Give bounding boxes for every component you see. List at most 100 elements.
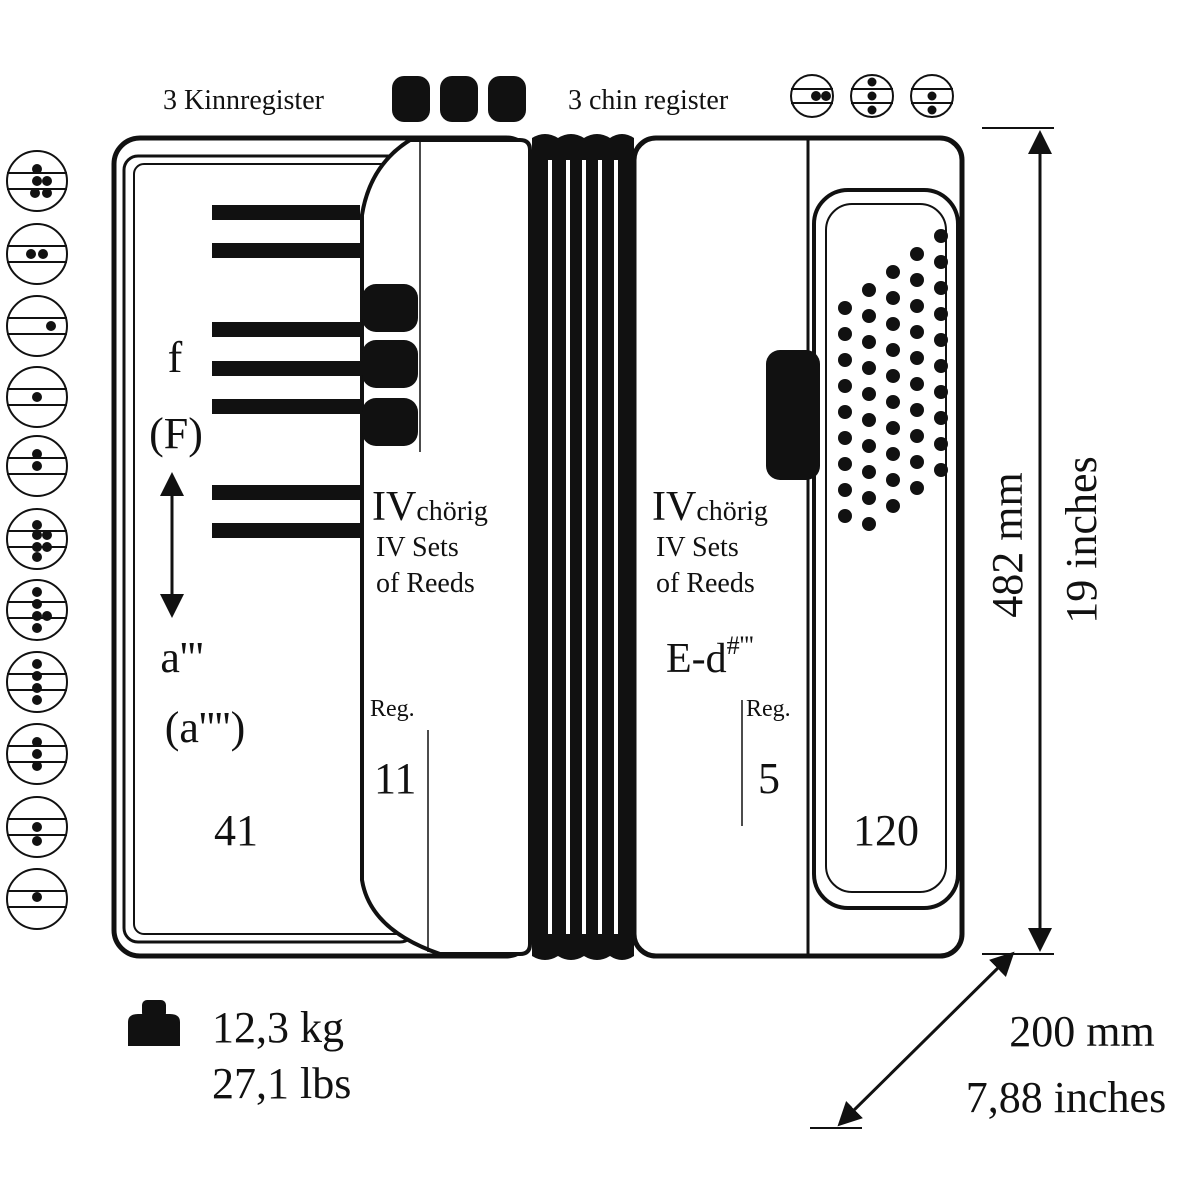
register-symbol-icon [6, 223, 68, 285]
bass-reeds-en-2: of Reeds [656, 568, 755, 599]
bass-button[interactable] [862, 491, 876, 505]
bass-button[interactable] [862, 309, 876, 323]
treble-register-symbols [6, 150, 68, 930]
bass-button[interactable] [862, 517, 876, 531]
bass-reg-count: 5 [758, 754, 780, 803]
bass-button-count: 120 [853, 806, 919, 855]
bass-button[interactable] [910, 481, 924, 495]
treble-key [212, 361, 360, 376]
bass-button[interactable] [910, 247, 924, 261]
treble-key [212, 243, 360, 258]
treble-range-low-alt: (F) [149, 409, 203, 458]
bass-button[interactable] [934, 411, 948, 425]
bass-button[interactable] [862, 283, 876, 297]
bass-button[interactable] [910, 429, 924, 443]
bass-button[interactable] [934, 437, 948, 451]
treble-reeds-en-2: of Reeds [376, 568, 475, 599]
bass-button[interactable] [838, 457, 852, 471]
register-symbol-icon [6, 435, 68, 497]
depth-mm: 200 mm [1009, 1007, 1154, 1056]
chin-register-button-icon[interactable] [392, 76, 430, 122]
chin-register-buttons [392, 76, 526, 122]
register-symbol-icon [850, 74, 894, 118]
bass-button[interactable] [886, 421, 900, 435]
bass-button[interactable] [886, 265, 900, 279]
depth-dimension-arrow [837, 951, 1015, 1127]
bass-button[interactable] [862, 335, 876, 349]
bass-button[interactable] [838, 379, 852, 393]
treble-reg-count: 11 [374, 754, 416, 803]
treble-key-count: 41 [214, 806, 258, 855]
bass-button[interactable] [838, 405, 852, 419]
bass-button[interactable] [886, 291, 900, 305]
register-symbol-icon [6, 651, 68, 713]
bass-button[interactable] [934, 385, 948, 399]
bass-button[interactable] [838, 301, 852, 315]
bass-button[interactable] [934, 359, 948, 373]
bass-button[interactable] [838, 327, 852, 341]
chin-register-button-icon[interactable] [488, 76, 526, 122]
bass-button[interactable] [934, 281, 948, 295]
register-symbol-icon [6, 508, 68, 570]
bass-button[interactable] [934, 307, 948, 321]
bass-button[interactable] [886, 369, 900, 383]
bass-button[interactable] [886, 473, 900, 487]
bass-button[interactable] [838, 509, 852, 523]
accordion-body [111, 134, 965, 960]
register-symbol-icon [6, 723, 68, 785]
bass-button[interactable] [934, 255, 948, 269]
bass-button[interactable] [862, 439, 876, 453]
treble-key [212, 322, 360, 337]
treble-range-high: a''' [160, 633, 203, 682]
treble-reeds-en-1: IV Sets [376, 532, 459, 563]
bass-button[interactable] [934, 333, 948, 347]
bass-button[interactable] [862, 361, 876, 375]
bass-button[interactable] [862, 387, 876, 401]
register-symbol-icon [910, 74, 954, 118]
bass-button[interactable] [910, 351, 924, 365]
weight-icon [128, 1000, 180, 1046]
treble-reg-label: Reg. [370, 696, 415, 722]
treble-register-button-icon[interactable] [362, 340, 418, 388]
bass-button[interactable] [886, 317, 900, 331]
bass-button[interactable] [862, 413, 876, 427]
bass-button[interactable] [886, 395, 900, 409]
bellows [532, 134, 634, 960]
bass-range: E-d#''' [666, 631, 754, 682]
bass-button[interactable] [910, 299, 924, 313]
bass-button[interactable] [910, 377, 924, 391]
treble-register-button-icon[interactable] [362, 284, 418, 332]
bass-button[interactable] [910, 455, 924, 469]
bass-button[interactable] [838, 483, 852, 497]
bass-reg-label: Reg. [746, 696, 791, 722]
treble-range-low: f [168, 333, 183, 382]
bass-button[interactable] [886, 343, 900, 357]
chin-register-symbols [790, 74, 954, 118]
bass-button[interactable] [910, 325, 924, 339]
bass-button[interactable] [910, 403, 924, 417]
register-symbol-icon [6, 796, 68, 858]
height-in: 19 inches [1057, 456, 1106, 623]
depth-in: 7,88 inches [966, 1073, 1166, 1122]
bass-button[interactable] [838, 353, 852, 367]
bass-button[interactable] [910, 273, 924, 287]
register-symbol-icon [790, 74, 834, 118]
bass-button[interactable] [934, 463, 948, 477]
bass-reeds-en-1: IV Sets [656, 532, 739, 563]
weight-kg: 12,3 kg [212, 1003, 344, 1052]
chin-register-label-de: 3 Kinnregister [163, 85, 325, 116]
bass-button[interactable] [886, 499, 900, 513]
treble-key [212, 399, 360, 414]
bass-button[interactable] [862, 465, 876, 479]
treble-key [212, 523, 360, 538]
treble-register-button-icon[interactable] [362, 398, 418, 446]
bass-button[interactable] [838, 431, 852, 445]
bass-button[interactable] [886, 447, 900, 461]
bass-register-button-icon[interactable] [766, 350, 820, 480]
bass-button[interactable] [934, 229, 948, 243]
treble-reeds-de: IVchörig [372, 484, 488, 530]
chin-register-button-icon[interactable] [440, 76, 478, 122]
bass-buttons [838, 229, 948, 531]
register-symbol-icon [6, 868, 68, 930]
